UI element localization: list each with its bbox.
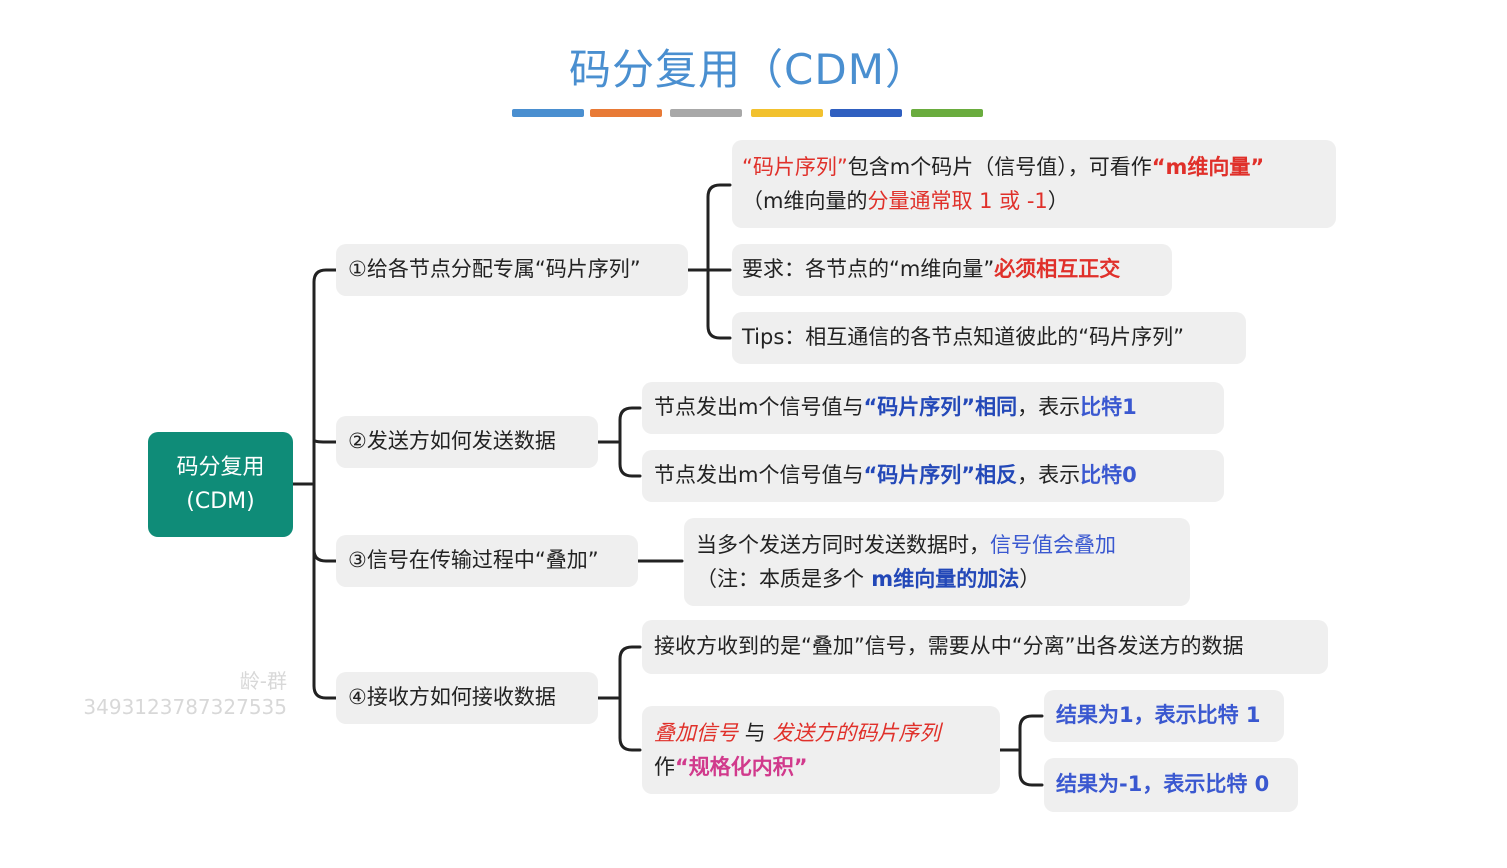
watermark: 龄-群 3493123787327535 xyxy=(82,668,287,720)
root-line-2: (CDM) xyxy=(186,488,255,514)
text: ，表示 xyxy=(1017,463,1081,487)
branch-4-child-1: 接收方收到的是“叠加”信号，需要从中“分离”出各发送方的数据 xyxy=(642,620,1328,674)
text: （注：本质是多个 xyxy=(696,567,864,591)
text: 节点发出m个信号值与 xyxy=(654,463,864,487)
branch-1-node: ①给各节点分配专属“码片序列” xyxy=(336,244,688,296)
stripe-5 xyxy=(830,109,902,117)
stripe-1 xyxy=(512,109,584,117)
normalized-inner-product-term: “规格化内积” xyxy=(675,755,808,779)
text: 接收方收到的是“叠加”信号，需要从中“分离”出各发送方的数据 xyxy=(654,634,1244,658)
orthogonal-term: 必须相互正交 xyxy=(994,257,1121,281)
branch-2-child-2: 节点发出m个信号值与“码片序列”相反，表示比特0 xyxy=(642,450,1224,502)
branch-1-child-1-line-2: （m维向量的分量通常取 1 或 -1） xyxy=(742,184,1326,218)
branch-2-label: ②发送方如何发送数据 xyxy=(348,429,556,453)
branch-3-child-1-line-2: （注：本质是多个 m维向量的加法） xyxy=(696,562,1178,596)
watermark-line-2: 3493123787327535 xyxy=(83,695,287,719)
text: 要求：各节点的“m维向量” xyxy=(742,257,995,281)
branch-4-node: ④接收方如何接收数据 xyxy=(336,672,598,724)
chip-sequence-term: “码片序列” xyxy=(742,155,848,179)
bit-0-term: 比特0 xyxy=(1080,463,1137,487)
branch-3-label: ③信号在传输过程中“叠加” xyxy=(348,548,599,572)
text: 作 xyxy=(654,755,675,779)
vector-addition-term: m维向量的加法 xyxy=(864,567,1020,591)
stripe-3 xyxy=(670,109,742,117)
text: Tips：相互通信的各节点知道彼此的“码片序列” xyxy=(742,325,1185,349)
branch-4-child-2: 叠加信号 与 发送方的码片序列 作“规格化内积” xyxy=(642,706,1000,794)
result-1-text: 结果为1，表示比特 1 xyxy=(1056,703,1261,727)
branch-1-child-3: Tips：相互通信的各节点知道彼此的“码片序列” xyxy=(732,312,1246,364)
bit-1-term: 比特1 xyxy=(1080,395,1137,419)
same-term: “码片序列”相同 xyxy=(863,395,1018,419)
root-line-1: 码分复用 xyxy=(176,454,265,480)
text: ，表示 xyxy=(1017,395,1081,419)
superpose-term: 信号值会叠加 xyxy=(990,533,1116,557)
text: 节点发出m个信号值与 xyxy=(654,395,864,419)
stripe-2 xyxy=(590,109,662,117)
branch-2-node: ②发送方如何发送数据 xyxy=(336,416,598,468)
branch-1-child-1: “码片序列”包含m个码片（信号值），可看作“m维向量” （m维向量的分量通常取 … xyxy=(732,140,1336,228)
superposed-signal-term: 叠加信号 xyxy=(654,721,738,745)
root-node: 码分复用 (CDM) xyxy=(148,432,293,537)
branch-4-child-2-line-2: 作“规格化内积” xyxy=(654,750,988,784)
text: 与 xyxy=(738,721,773,745)
text: ） xyxy=(1047,189,1069,213)
branch-2-child-1: 节点发出m个信号值与“码片序列”相同，表示比特1 xyxy=(642,382,1224,434)
stripe-6 xyxy=(911,109,983,117)
result-2-text: 结果为-1，表示比特 0 xyxy=(1056,772,1270,796)
component-values-term: 分量通常取 1 或 -1 xyxy=(867,189,1048,213)
result-1-node: 结果为1，表示比特 1 xyxy=(1044,690,1284,742)
branch-4-label: ④接收方如何接收数据 xyxy=(348,685,556,709)
opposite-term: “码片序列”相反 xyxy=(863,463,1018,487)
stripe-4 xyxy=(751,109,823,117)
text: ） xyxy=(1019,567,1041,591)
sender-chip-sequence-term: 发送方的码片序列 xyxy=(772,721,941,745)
branch-3-node: ③信号在传输过程中“叠加” xyxy=(336,535,638,587)
m-dim-vector-term: “m维向量” xyxy=(1151,155,1265,179)
branch-1-label: ①给各节点分配专属“码片序列” xyxy=(348,257,641,281)
result-2-node: 结果为-1，表示比特 0 xyxy=(1044,758,1298,812)
text: 包含m个码片（信号值），可看作 xyxy=(847,155,1152,179)
branch-3-child-1: 当多个发送方同时发送数据时，信号值会叠加 （注：本质是多个 m维向量的加法） xyxy=(684,518,1190,606)
branch-1-child-1-line-1: “码片序列”包含m个码片（信号值），可看作“m维向量” xyxy=(742,150,1326,184)
text: 当多个发送方同时发送数据时， xyxy=(696,533,990,557)
branch-3-child-1-line-1: 当多个发送方同时发送数据时，信号值会叠加 xyxy=(696,528,1178,562)
branch-1-child-2: 要求：各节点的“m维向量”必须相互正交 xyxy=(732,244,1172,296)
watermark-line-1: 龄-群 xyxy=(239,669,287,693)
page-title: 码分复用（CDM） xyxy=(569,45,928,94)
branch-4-child-2-line-1: 叠加信号 与 发送方的码片序列 xyxy=(654,716,988,750)
text: （m维向量的 xyxy=(742,189,868,213)
